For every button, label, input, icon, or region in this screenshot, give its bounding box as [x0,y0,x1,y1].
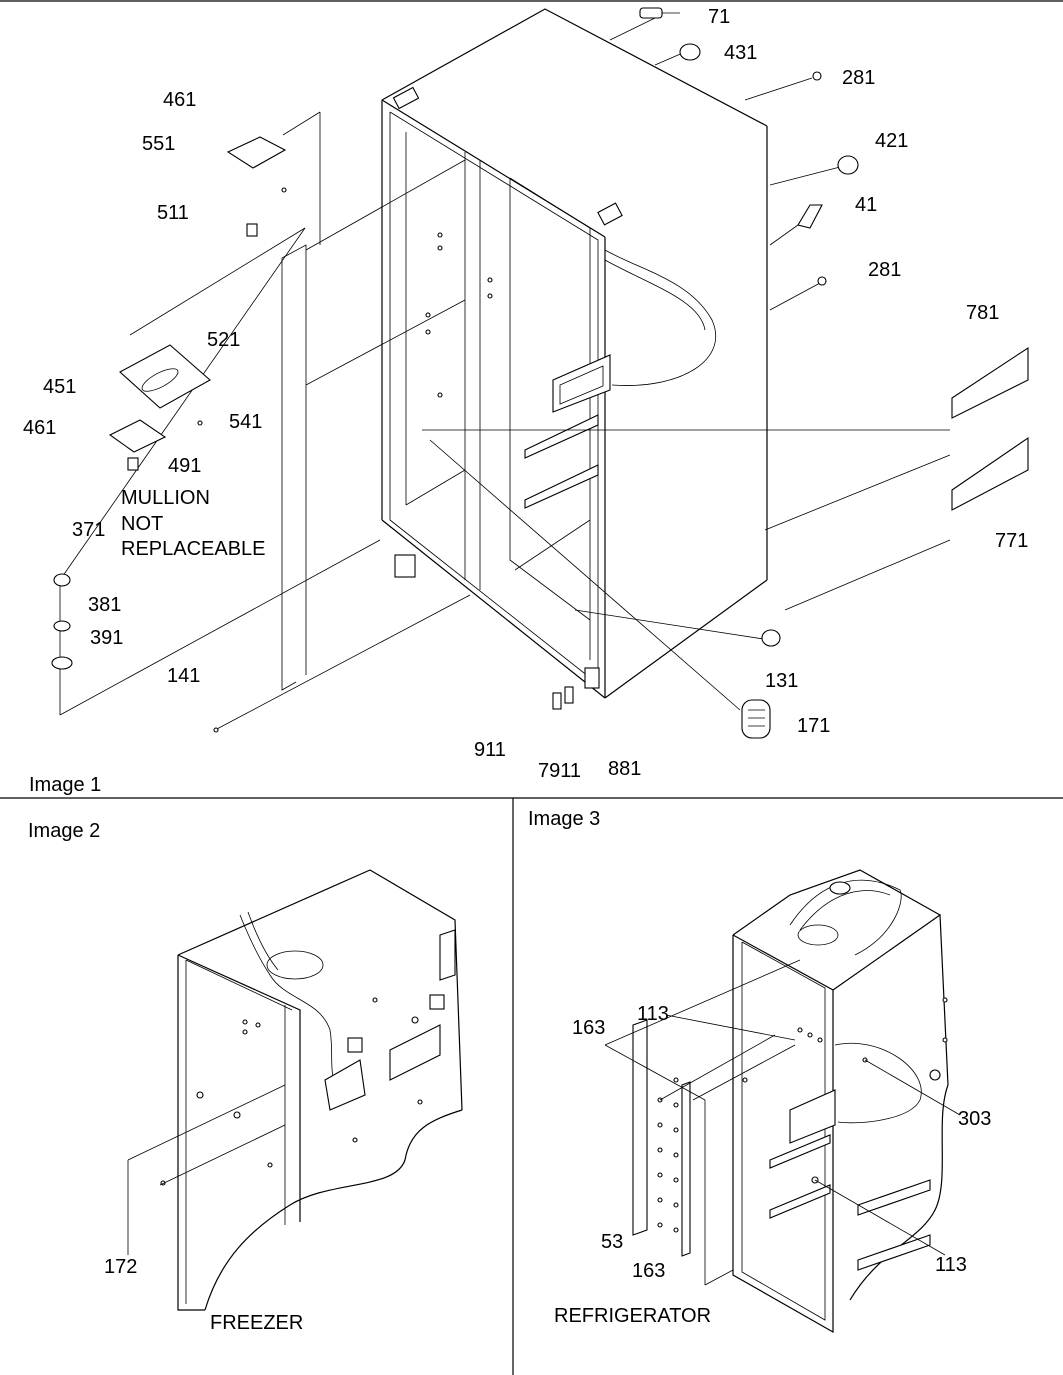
image1-parts [51,7,1029,739]
image3-refrigerator-drawing [604,869,961,1334]
callout-171: 171 [797,715,830,737]
freezer-caption: FREEZER [210,1312,303,1334]
callout-71: 71 [708,6,730,28]
image3-label: Image 3 [528,808,600,830]
part-281-plug-bottom [817,276,827,286]
part-771-panel [951,436,1029,511]
callout-451: 451 [43,376,76,398]
part-71-screw [639,7,680,19]
callout-461-top: 461 [163,89,196,111]
callout-131: 131 [765,670,798,692]
callout-551: 551 [142,133,175,155]
part-371-cap [53,573,71,587]
part-391-washer [51,656,73,670]
part-281-plug-top [812,71,822,81]
callout-491: 491 [168,455,201,477]
part-551-plate [226,136,287,169]
part-451-plate [119,344,211,409]
callout-461-bottom: 461 [23,417,56,439]
part-7911 [552,692,562,710]
part-431-cap [679,43,701,61]
image1-leader-lines [59,17,951,731]
callout-41: 41 [855,194,877,216]
callout-391: 391 [90,627,123,649]
callout-113-bottom: 113 [935,1254,967,1276]
callout-381: 381 [88,594,121,616]
part-421-cap [837,155,859,175]
callout-53: 53 [601,1231,623,1253]
part-781-panel [951,346,1029,419]
part-461-plate [108,419,167,453]
part-131-plug [761,629,781,647]
image1-cabinet [381,8,768,699]
callout-371: 371 [72,519,105,541]
part-491-clip [127,457,139,471]
callout-431: 431 [724,42,757,64]
part-511-clip [246,223,258,237]
callout-281-bottom: 281 [868,259,901,281]
callout-281-top: 281 [842,67,875,89]
callout-911: 911 [474,739,506,761]
mullion-note-line1: MULLION [121,487,210,509]
callout-163-top: 163 [572,1017,605,1039]
callout-511: 511 [157,202,189,224]
image2-label: Image 2 [28,820,100,842]
callout-141: 141 [167,665,200,687]
mullion-note-line2: NOT [121,513,163,535]
part-141-screw [213,727,219,733]
refrigerator-caption: REFRIGERATOR [554,1305,711,1327]
callout-881: 881 [608,758,641,780]
part-163-strip-right [681,1081,691,1257]
image3-labels: Image 3 163 113 303 53 163 113 REFRIGERA… [528,808,991,1327]
callout-113-top: 113 [637,1003,669,1025]
part-41-tube [797,204,823,229]
image2-freezer-drawing [127,869,463,1311]
image1-callouts: 71 431 281 421 41 281 781 771 461 551 51… [23,6,1028,796]
callout-781: 781 [966,302,999,324]
callout-521: 521 [207,329,240,351]
part-881 [564,686,574,704]
part-381-washer [53,620,71,632]
mullion-note-line3: REPLACEABLE [121,538,266,560]
image1-label: Image 1 [29,774,101,796]
image2-labels: Image 2 172 FREEZER [28,820,303,1334]
callout-303: 303 [958,1108,991,1130]
part-171-grille [741,699,771,739]
callout-421: 421 [875,130,908,152]
callout-771: 771 [995,530,1028,552]
callout-541: 541 [229,411,262,433]
part-163-strip-left [632,1019,648,1236]
callout-172: 172 [104,1256,137,1278]
callout-163-bottom: 163 [632,1260,665,1282]
callout-7911: 7911 [538,760,581,782]
